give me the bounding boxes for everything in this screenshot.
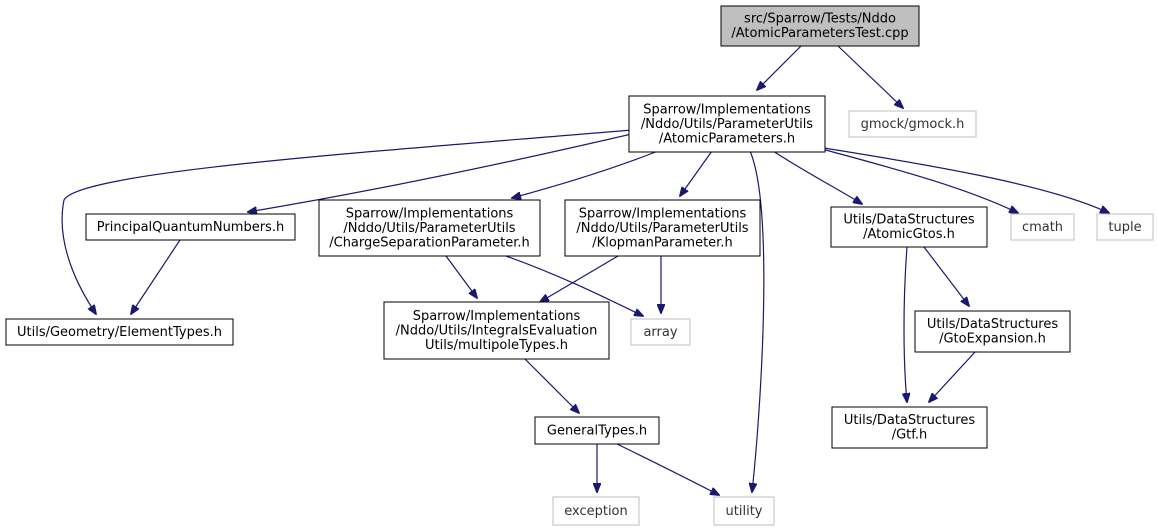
node-label-line: Utils/Geometry/ElementTypes.h <box>17 325 222 340</box>
node-charge-sep[interactable]: Sparrow/Implementations/Nddo/Utils/Param… <box>318 199 541 257</box>
node-label-line: /KlopmanParameter.h <box>592 235 732 250</box>
node-box <box>383 301 610 360</box>
edge-pqn-to-element-types <box>131 239 181 314</box>
node-box <box>564 199 761 257</box>
node-label-line: /Nddo/Utils/ParameterUtils <box>343 221 515 236</box>
edges-layer <box>61 45 1109 495</box>
node-general-types[interactable]: GeneralTypes.h <box>534 416 660 445</box>
edge-atomic-params-to-cmath <box>821 148 1018 213</box>
edge-atomic-gtos-to-gtf <box>904 246 907 402</box>
node-exception: exception <box>552 496 640 526</box>
edge-atomic-params-to-tuple <box>823 147 1109 213</box>
node-box <box>534 416 660 445</box>
node-atomic-gtos[interactable]: Utils/DataStructures/AtomicGtos.h <box>830 206 988 248</box>
node-box <box>1010 213 1075 241</box>
node-box <box>552 496 640 526</box>
node-klopman[interactable]: Sparrow/Implementations/Nddo/Utils/Param… <box>564 199 761 257</box>
node-label-line: Utils/DataStructures <box>843 213 975 228</box>
node-label-line: /ChargeSeparationParameter.h <box>329 235 530 250</box>
node-root[interactable]: src/Sparrow/Tests/Nddo/AtomicParametersT… <box>720 5 920 47</box>
edge-atomic-gtos-to-gto-expansion <box>923 246 969 306</box>
node-label-line: tuple <box>1108 220 1141 235</box>
edge-root-to-gmock <box>837 45 903 108</box>
node-label-line: cmath <box>1022 220 1063 235</box>
edge-klopman-to-multipole <box>540 255 619 302</box>
node-label-line: exception <box>564 504 628 519</box>
node-gtf[interactable]: Utils/DataStructures/Gtf.h <box>831 406 988 449</box>
edge-atomic-params-to-klopman <box>680 150 713 196</box>
node-cmath: cmath <box>1010 213 1075 241</box>
node-label-line: Sparrow/Implementations <box>579 206 747 221</box>
edge-charge-sep-to-array <box>505 255 643 316</box>
node-label-line: /Gtf.h <box>892 428 928 443</box>
edge-general-types-to-utility <box>616 443 719 495</box>
node-box <box>830 206 988 248</box>
edge-charge-sep-to-multipole <box>445 255 477 298</box>
edge-atomic-params-to-atomic-gtos <box>772 150 862 204</box>
node-gmock: gmock/gmock.h <box>848 110 977 138</box>
nodes-layer: src/Sparrow/Tests/Nddo/AtomicParametersT… <box>5 5 1154 526</box>
node-gto-expansion[interactable]: Utils/DataStructures/GtoExpansion.h <box>914 310 1071 353</box>
node-box <box>1096 213 1154 241</box>
edge-atomic-params-to-utility <box>750 150 765 492</box>
node-label-line: Sparrow/Implementations <box>346 206 514 221</box>
node-label-line: gmock/gmock.h <box>861 117 965 132</box>
node-label-line: src/Sparrow/Tests/Nddo <box>744 12 896 27</box>
node-box <box>85 213 296 241</box>
edge-root-to-atomic-params <box>757 45 802 90</box>
node-label-line: /AtomicParameters.h <box>659 131 795 146</box>
node-label-line: /GtoExpansion.h <box>939 332 1046 347</box>
edge-atomic-params-to-element-types <box>61 127 656 314</box>
node-element-types[interactable]: Utils/Geometry/ElementTypes.h <box>5 318 234 346</box>
node-utility: utility <box>713 496 775 526</box>
node-label-line: /Nddo/Utils/ParameterUtils <box>641 117 813 132</box>
node-label-line: GeneralTypes.h <box>547 423 647 438</box>
node-label-line: Utils/DataStructures <box>844 413 976 428</box>
node-label-line: /AtomicGtos.h <box>863 227 955 242</box>
node-label-line: utility <box>726 504 763 519</box>
node-label-line: Utils/DataStructures <box>927 317 1059 332</box>
node-label-line: PrincipalQuantumNumbers.h <box>97 220 284 235</box>
node-multipole[interactable]: Sparrow/Implementations/Nddo/Utils/Integ… <box>383 301 610 360</box>
node-box <box>914 310 1071 353</box>
node-box <box>5 318 234 346</box>
edge-gto-expansion-to-gtf <box>929 351 976 402</box>
node-box <box>628 95 826 153</box>
node-box <box>630 318 691 346</box>
edge-atomic-params-to-pqn <box>248 132 637 212</box>
node-label-line: /AtomicParametersTest.cpp <box>731 26 908 41</box>
node-box <box>713 496 775 526</box>
node-label-line: Utils/multipoleTypes.h <box>425 338 568 353</box>
edge-atomic-params-to-charge-sep <box>512 150 659 198</box>
node-box <box>720 5 920 47</box>
node-array: array <box>630 318 691 346</box>
edge-multipole-to-general-types <box>524 358 579 413</box>
node-box <box>848 110 977 138</box>
node-pqn[interactable]: PrincipalQuantumNumbers.h <box>85 213 296 241</box>
node-label-line: Sparrow/Implementations <box>413 309 581 324</box>
node-label-line: /Nddo/Utils/IntegralsEvaluation <box>396 323 598 338</box>
node-label-line: array <box>643 325 677 340</box>
node-box <box>831 406 988 449</box>
node-tuple: tuple <box>1096 213 1154 241</box>
node-box <box>318 199 541 257</box>
node-label-line: Sparrow/Implementations <box>643 102 811 117</box>
node-label-line: /Nddo/Utils/ParameterUtils <box>576 221 748 236</box>
node-atomic-params[interactable]: Sparrow/Implementations/Nddo/Utils/Param… <box>628 95 826 153</box>
